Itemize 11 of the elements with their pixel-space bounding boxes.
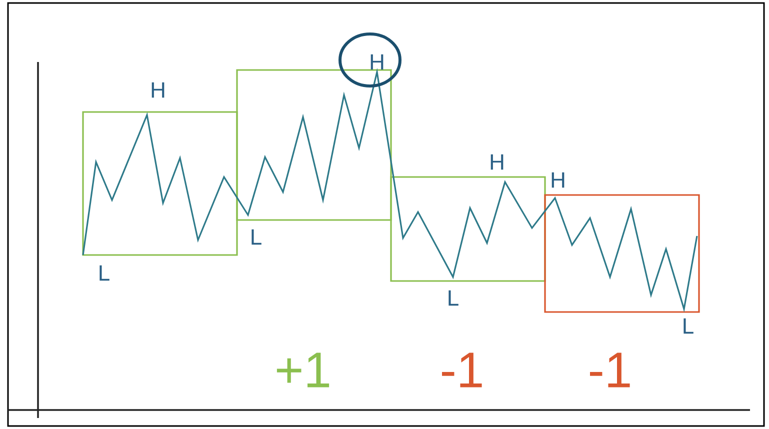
high-label: H (152, 82, 164, 98)
low-label: L (252, 229, 262, 245)
high-label: H (490, 154, 504, 170)
high-label: H (552, 172, 564, 188)
score-label: -1 (442, 352, 482, 388)
low-label: L (448, 290, 458, 306)
score-label: -1 (590, 352, 630, 388)
score-label: +1 (276, 352, 330, 388)
high-label: H (370, 54, 384, 70)
low-label: L (100, 265, 110, 281)
low-label: L (684, 318, 694, 334)
